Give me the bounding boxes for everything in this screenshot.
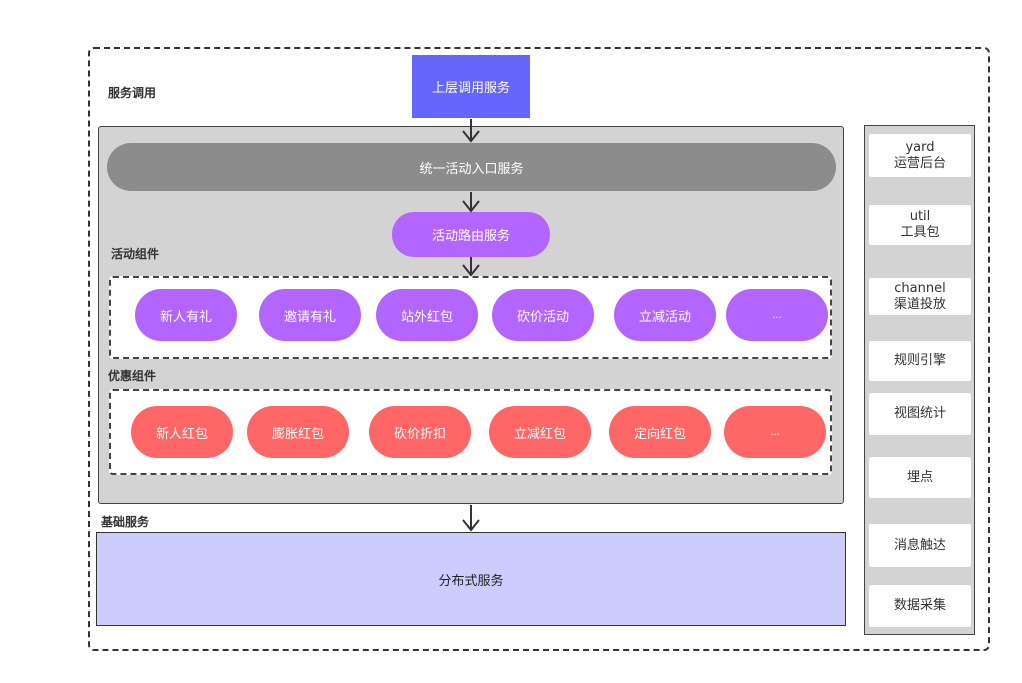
side-item-channel: channel 渠道投放 bbox=[869, 278, 971, 315]
side-item-message: 消息触达 bbox=[869, 524, 971, 567]
discount-item: 新人红包 bbox=[131, 406, 233, 458]
activity-item-more: ... bbox=[726, 289, 828, 341]
architecture-frame bbox=[88, 47, 990, 651]
activity-item: 新人有礼 bbox=[135, 289, 237, 341]
side-item-subtitle: 渠道投放 bbox=[893, 296, 946, 312]
side-item-subtitle: 运营后台 bbox=[893, 155, 946, 171]
side-item-title: channel bbox=[894, 280, 946, 296]
route-service-node: 活动路由服务 bbox=[392, 212, 550, 257]
side-item-rule-engine: 规则引擎 bbox=[869, 341, 971, 381]
section-label-service-call: 服务调用 bbox=[108, 86, 157, 100]
side-item-title: util bbox=[909, 209, 931, 224]
side-item-subtitle: 工具包 bbox=[900, 225, 940, 240]
activity-item: 邀请有礼 bbox=[259, 289, 361, 341]
side-item-yard: yard 运营后台 bbox=[869, 134, 971, 177]
activity-item: 砍价活动 bbox=[492, 289, 594, 341]
activity-item: 立减活动 bbox=[614, 289, 716, 341]
discount-item: 定向红包 bbox=[609, 406, 711, 458]
side-item-util: util 工具包 bbox=[869, 205, 971, 245]
discount-item-more: ... bbox=[724, 406, 826, 458]
base-service-node: 分布式服务 bbox=[96, 532, 846, 626]
entry-service-node: 统一活动入口服务 bbox=[107, 143, 836, 191]
discount-item: 膨胀红包 bbox=[247, 406, 349, 458]
side-item-title: 埋点 bbox=[906, 469, 933, 485]
side-item-data-collection: 数据采集 bbox=[869, 585, 971, 627]
discount-item: 立减红包 bbox=[489, 406, 591, 458]
top-service-node: 上层调用服务 bbox=[412, 55, 530, 118]
side-item-view-stats: 视图统计 bbox=[869, 393, 971, 435]
side-item-title: 消息触达 bbox=[893, 537, 946, 553]
section-label-base-services: 基础服务 bbox=[101, 515, 150, 529]
discount-item: 砍价折扣 bbox=[369, 406, 471, 458]
activity-item: 站外红包 bbox=[376, 289, 478, 341]
side-item-tracking: 埋点 bbox=[869, 457, 971, 498]
section-label-activity-components: 活动组件 bbox=[111, 247, 160, 261]
side-item-title: 数据采集 bbox=[893, 598, 946, 613]
side-item-title: 视图统计 bbox=[893, 406, 946, 421]
section-label-discount-components: 优惠组件 bbox=[108, 369, 157, 383]
side-item-title: 规则引擎 bbox=[893, 353, 946, 368]
side-item-title: yard bbox=[905, 139, 935, 155]
